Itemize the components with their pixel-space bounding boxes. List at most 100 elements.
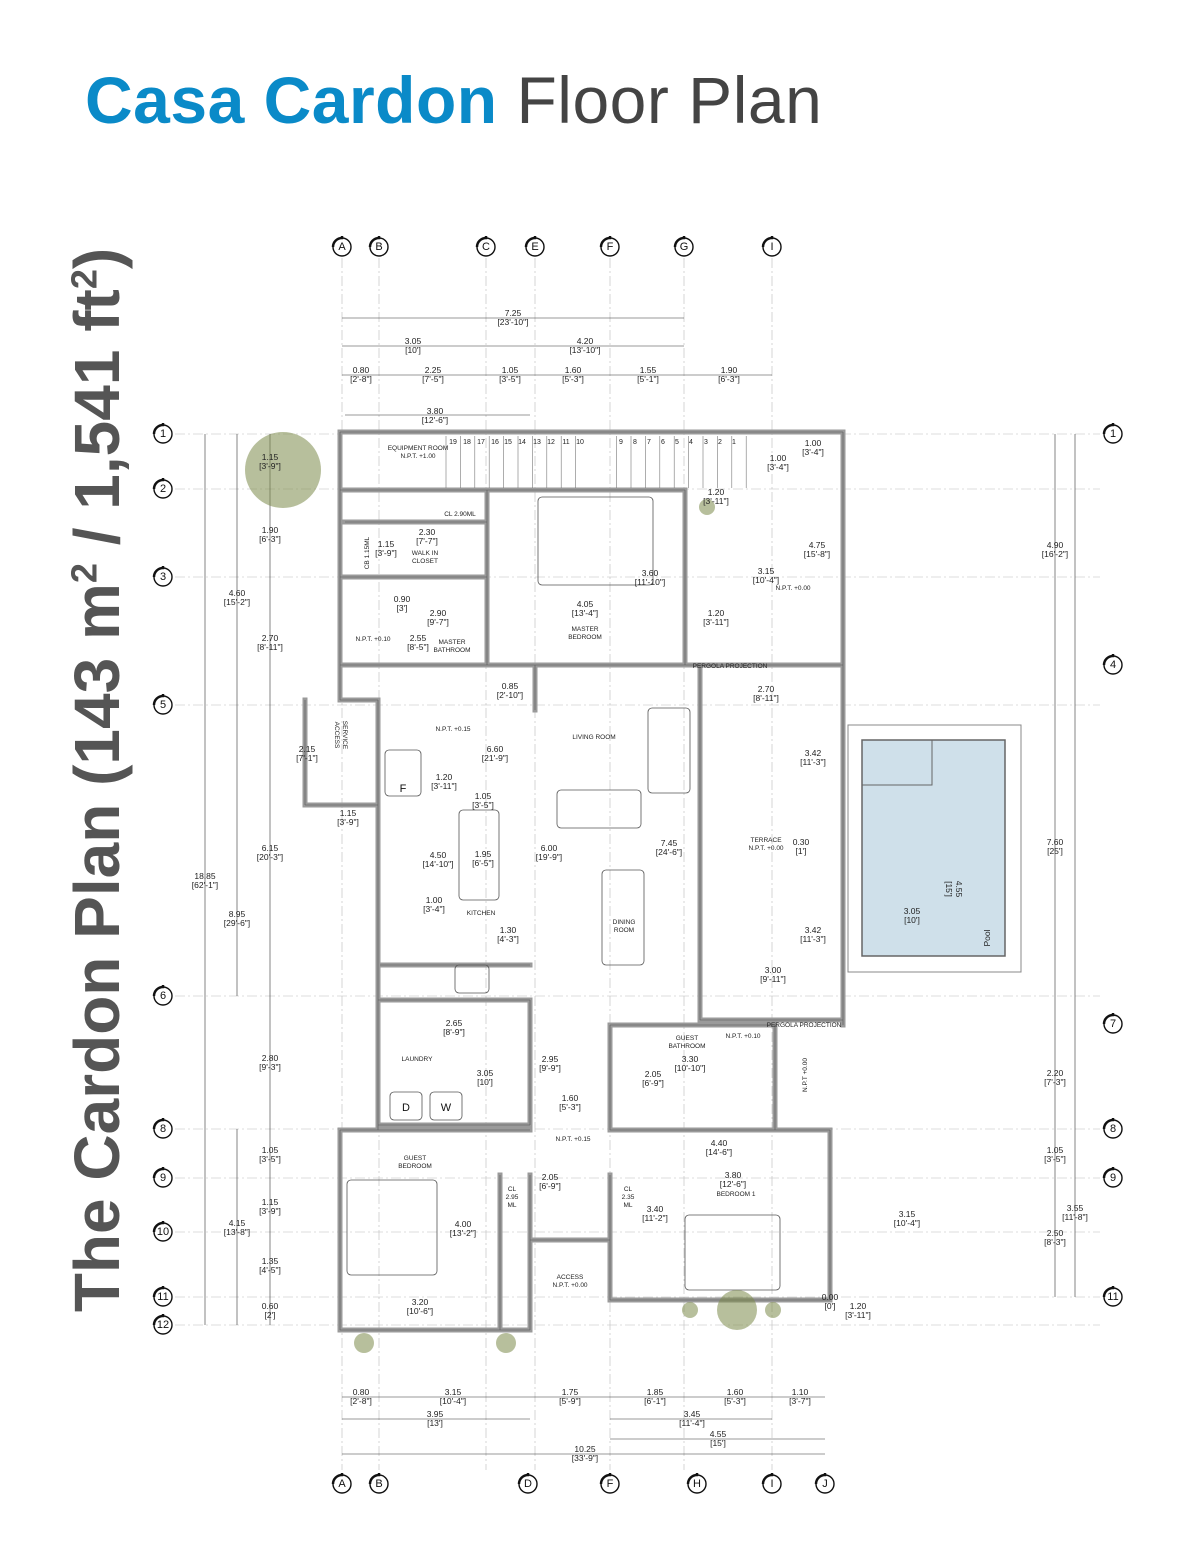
level-label: N.P.T +0.00 (802, 1058, 809, 1092)
room-label: CLOSET (412, 558, 438, 565)
room-label: ML (623, 1202, 632, 1209)
sofa (556, 789, 642, 829)
stair-step-number: 19 (449, 439, 457, 446)
room-label: DINING (613, 919, 636, 926)
dimension-imperial: [3'-9"] (337, 817, 359, 827)
grid-axis-label: 11 (1107, 1291, 1118, 1303)
pool-label: Pool (982, 929, 992, 946)
dimension-imperial: [21'-9"] (482, 753, 508, 763)
dimension-value: 1.55 (640, 365, 657, 375)
grid-axis-marker: I (761, 1473, 782, 1494)
stair-step-number: 17 (477, 439, 485, 446)
dining-table (601, 869, 645, 966)
pool-length-imperial: [15'] (944, 881, 954, 897)
grid-axis-label: I (770, 241, 773, 253)
dimension-imperial: [13'-4"] (572, 608, 598, 618)
grid-axis-arc (331, 1473, 344, 1485)
dimension-imperial: [13'-10"] (569, 345, 600, 355)
dimension-value: 0.60 (262, 1301, 279, 1311)
dimension-imperial: [9'-3"] (259, 1062, 281, 1072)
dimension-value: 3.60 (642, 568, 659, 578)
grid-axis-arc (1102, 654, 1115, 666)
grid-axis-arc (686, 1473, 699, 1485)
stair-step-number: 10 (576, 439, 584, 446)
grid-axis-arc (475, 236, 488, 248)
grid-axis-label: 1 (160, 428, 166, 440)
grid-axis-label: H (693, 1478, 701, 1490)
dimension-value: 0.80 (353, 365, 370, 375)
kitchen-island (458, 809, 500, 901)
dimension-value: 0.85 (502, 681, 519, 691)
dimension-value: 0.90 (394, 594, 411, 604)
dimension-imperial: [2'-10"] (497, 690, 523, 700)
grid-axis-label: B (375, 1478, 382, 1490)
page-title: Casa Cardon Floor Plan (85, 62, 822, 138)
dimension-value: 2.55 (410, 633, 427, 643)
dimension-value: 1.00 (770, 453, 787, 463)
dimension-imperial: [6'-3"] (718, 374, 740, 384)
stair-step-number: 3 (704, 439, 708, 446)
dimension-imperial: [5'-1"] (637, 374, 659, 384)
dryer-label: D (402, 1102, 410, 1114)
grid-axis-marker: 3 (152, 566, 173, 587)
dimension-value: 3.55 (1067, 1203, 1084, 1213)
grid-axis-arc (368, 1473, 381, 1485)
stair-step-number: 6 (661, 439, 665, 446)
dimension-imperial: [13'] (427, 1418, 443, 1428)
dimension-value: 2.05 (542, 1172, 559, 1182)
dimension-value: 4.15 (229, 1218, 246, 1228)
dimension-imperial: [3'-5"] (1044, 1154, 1066, 1164)
dimension-value: 2.70 (262, 633, 279, 643)
dimension-imperial: [33'-9"] (572, 1453, 598, 1463)
grid-axis-label: J (822, 1478, 828, 1490)
grid-axis-marker: B (368, 1473, 389, 1494)
dimension-value: 4.60 (229, 588, 246, 598)
bedroom1-bed (684, 1214, 781, 1291)
room-label: CL (624, 1186, 633, 1193)
dimension-value: 18.85 (194, 871, 216, 881)
dimension-imperial: [16'-2"] (1042, 549, 1068, 559)
dimension-imperial: [19'-9"] (536, 852, 562, 862)
stair-step-number: 16 (491, 439, 499, 446)
grid-axis-label: E (531, 241, 538, 253)
dimension-imperial: [3'-9"] (375, 548, 397, 558)
dimension-value: 1.85 (647, 1387, 664, 1397)
title-brand: Casa Cardon (85, 63, 498, 137)
dimension-value: 10.25 (574, 1444, 596, 1454)
dimension-value: 1.15 (262, 452, 279, 462)
dimension-imperial: [1'] (795, 846, 806, 856)
dimension-value: 3.30 (682, 1054, 699, 1064)
dimension-value: 2.05 (645, 1069, 662, 1079)
stair-step-number: 18 (463, 439, 471, 446)
grid-axis-label: 3 (160, 571, 166, 583)
plan-text: 7.25[23'-10"]3.05[10']4.20[13'-10"]0.80[… (192, 308, 1088, 1463)
grid-axis-marker: 5 (152, 694, 173, 715)
room-label: 2.95 (506, 1194, 519, 1201)
grid-axis-marker: 9 (152, 1167, 173, 1188)
dimension-imperial: [3'-4"] (802, 447, 824, 457)
grid-axis-arc (517, 1473, 530, 1485)
dimension-imperial: [3'-9"] (259, 461, 281, 471)
stair-step-number: 8 (633, 439, 637, 446)
dimension-value: 1.20 (708, 608, 725, 618)
pool-deck (847, 724, 1022, 973)
stair-step-number: 12 (547, 439, 555, 446)
dimension-imperial: [13'-2"] (450, 1228, 476, 1238)
pool-steps (861, 739, 933, 786)
stair-step-number: 4 (689, 439, 693, 446)
room-label: N.P.T. +0.00 (775, 585, 810, 592)
dimension-value: 0.80 (353, 1387, 370, 1397)
room-label: BATHROOM (668, 1043, 705, 1050)
plant-icon (496, 1333, 516, 1353)
grid-axis-arc (152, 478, 165, 490)
room-label: BATHROOM (433, 647, 470, 654)
grid-axis-arc (152, 1118, 165, 1130)
dimension-imperial: [11'-3"] (800, 757, 826, 767)
dimension-value: 7.60 (1047, 837, 1064, 847)
dimension-value: 2.80 (262, 1053, 279, 1063)
dimension-imperial: [25'] (1047, 846, 1063, 856)
dimension-value: 1.60 (562, 1093, 579, 1103)
room-label: 2.35 (622, 1194, 635, 1201)
title-rest: Floor Plan (516, 63, 823, 137)
grid-axis-marker: 10 (152, 1221, 173, 1242)
